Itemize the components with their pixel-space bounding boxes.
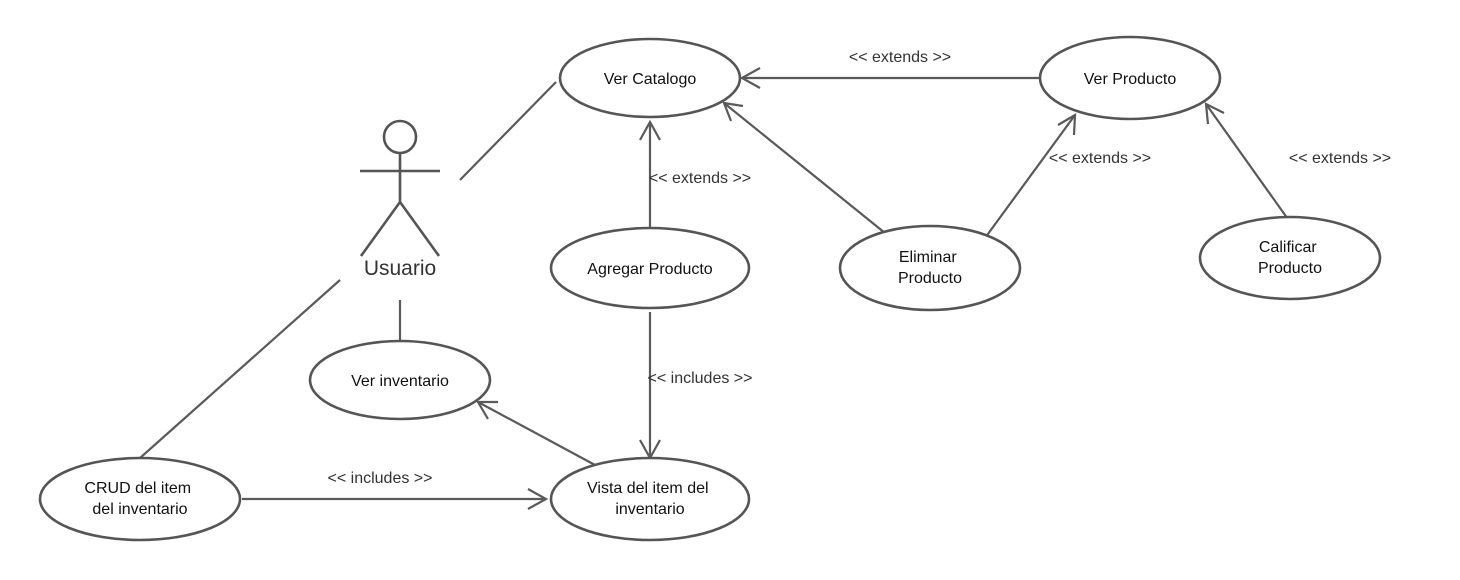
use-case-shape (308, 339, 492, 421)
use-case-ver-inventario[interactable]: Ver inventario (308, 339, 492, 421)
use-case-label-line: del inventario (92, 501, 187, 518)
use-case-label-line: Vista del item del (587, 480, 709, 497)
use-case-label: CRUD del item del inventario (84, 480, 195, 518)
arrowhead-ver-catalogo-bottom (639, 119, 661, 141)
use-case-label-line: Ver Catalogo (604, 71, 697, 88)
actor-label: Usuario (364, 257, 436, 280)
use-case-label-line: inventario (615, 501, 684, 518)
label-includes-agregar-vista-item: << includes >> (648, 370, 753, 387)
use-case-ver-producto[interactable]: Ver Producto (1038, 35, 1222, 121)
use-case-label: Ver Producto (1084, 71, 1177, 88)
extends-arrow-calificar-to-ver-producto (1205, 103, 1291, 223)
use-case-agregar-producto[interactable]: Agregar Producto (549, 226, 751, 310)
associations (139, 81, 557, 459)
use-case-label-line: Eliminar (899, 249, 957, 266)
use-case-shape (1198, 215, 1382, 301)
label-extends-eliminar-ver-producto: << extends >> (1049, 150, 1151, 167)
use-case-label-line: Producto (1258, 260, 1322, 277)
use-case-label: Eliminar Producto (898, 249, 962, 287)
label-extends-agregar-ver-catalogo: << extends >> (649, 170, 751, 187)
use-case-calificar-producto[interactable]: Calificar Producto (1198, 215, 1382, 301)
arrowhead-ver-catalogo-right (739, 67, 761, 89)
label-extends-calificar-ver-producto: << extends >> (1289, 150, 1391, 167)
actor-usuario[interactable]: Usuario (359, 119, 441, 280)
use-case-shape (38, 456, 242, 542)
extends-arrow-eliminar-to-ver-producto (984, 114, 1076, 239)
use-case-label-line: Calificar (1259, 239, 1317, 256)
arrow-vista-item-to-ver-inventario (477, 401, 596, 466)
association-usuario-crud-item (139, 279, 341, 459)
use-case-eliminar-producto[interactable]: Eliminar Producto (838, 224, 1022, 312)
use-case-crud-item[interactable]: CRUD del item del inventario (38, 456, 242, 542)
use-case-label-line: CRUD del item (84, 480, 191, 497)
use-case-ver-catalogo[interactable]: Ver Catalogo (558, 37, 742, 119)
arrowhead-ver-catalogo-lower-right (722, 101, 744, 122)
use-case-label: Ver inventario (351, 373, 449, 390)
use-case-label-line: Producto (898, 270, 962, 287)
dependencies (242, 67, 1291, 510)
extends-arrow-eliminar-to-ver-catalogo (723, 102, 886, 234)
label-includes-crud-vista-item: << includes >> (328, 470, 433, 487)
use-case-vista-item[interactable]: Vista del item del inventario (549, 456, 751, 542)
use-case-shape (549, 456, 751, 542)
use-case-shape (838, 224, 1022, 312)
use-case-shape (1038, 35, 1222, 121)
use-case-label-line: Agregar Producto (587, 261, 713, 278)
actor-right-leg (398, 201, 441, 257)
use-case-label: Ver Catalogo (604, 71, 697, 88)
arrowhead-ver-inventario-right (476, 400, 498, 420)
arrowhead-vista-item-left (527, 488, 549, 510)
arrowhead-ver-producto-lower-left (1057, 113, 1077, 136)
arrowhead-ver-producto-lower-right (1204, 102, 1225, 125)
actor-left-leg (359, 201, 402, 257)
use-case-label-line: Ver Producto (1084, 71, 1177, 88)
use-case-label-line: Ver inventario (351, 373, 449, 390)
stereotype-labels: << extends >> << extends >> << extends >… (328, 49, 1392, 487)
use-case-label: Vista del item del inventario (587, 480, 713, 518)
use-case-shape (549, 226, 751, 310)
use-case-shape (558, 37, 742, 119)
label-extends-ver-producto-ver-catalogo: << extends >> (849, 49, 951, 66)
use-case-label: Agregar Producto (587, 261, 713, 278)
association-usuario-ver-catalogo (459, 81, 557, 181)
actor-head (382, 119, 418, 155)
use-case-label: Calificar Producto (1258, 239, 1322, 277)
